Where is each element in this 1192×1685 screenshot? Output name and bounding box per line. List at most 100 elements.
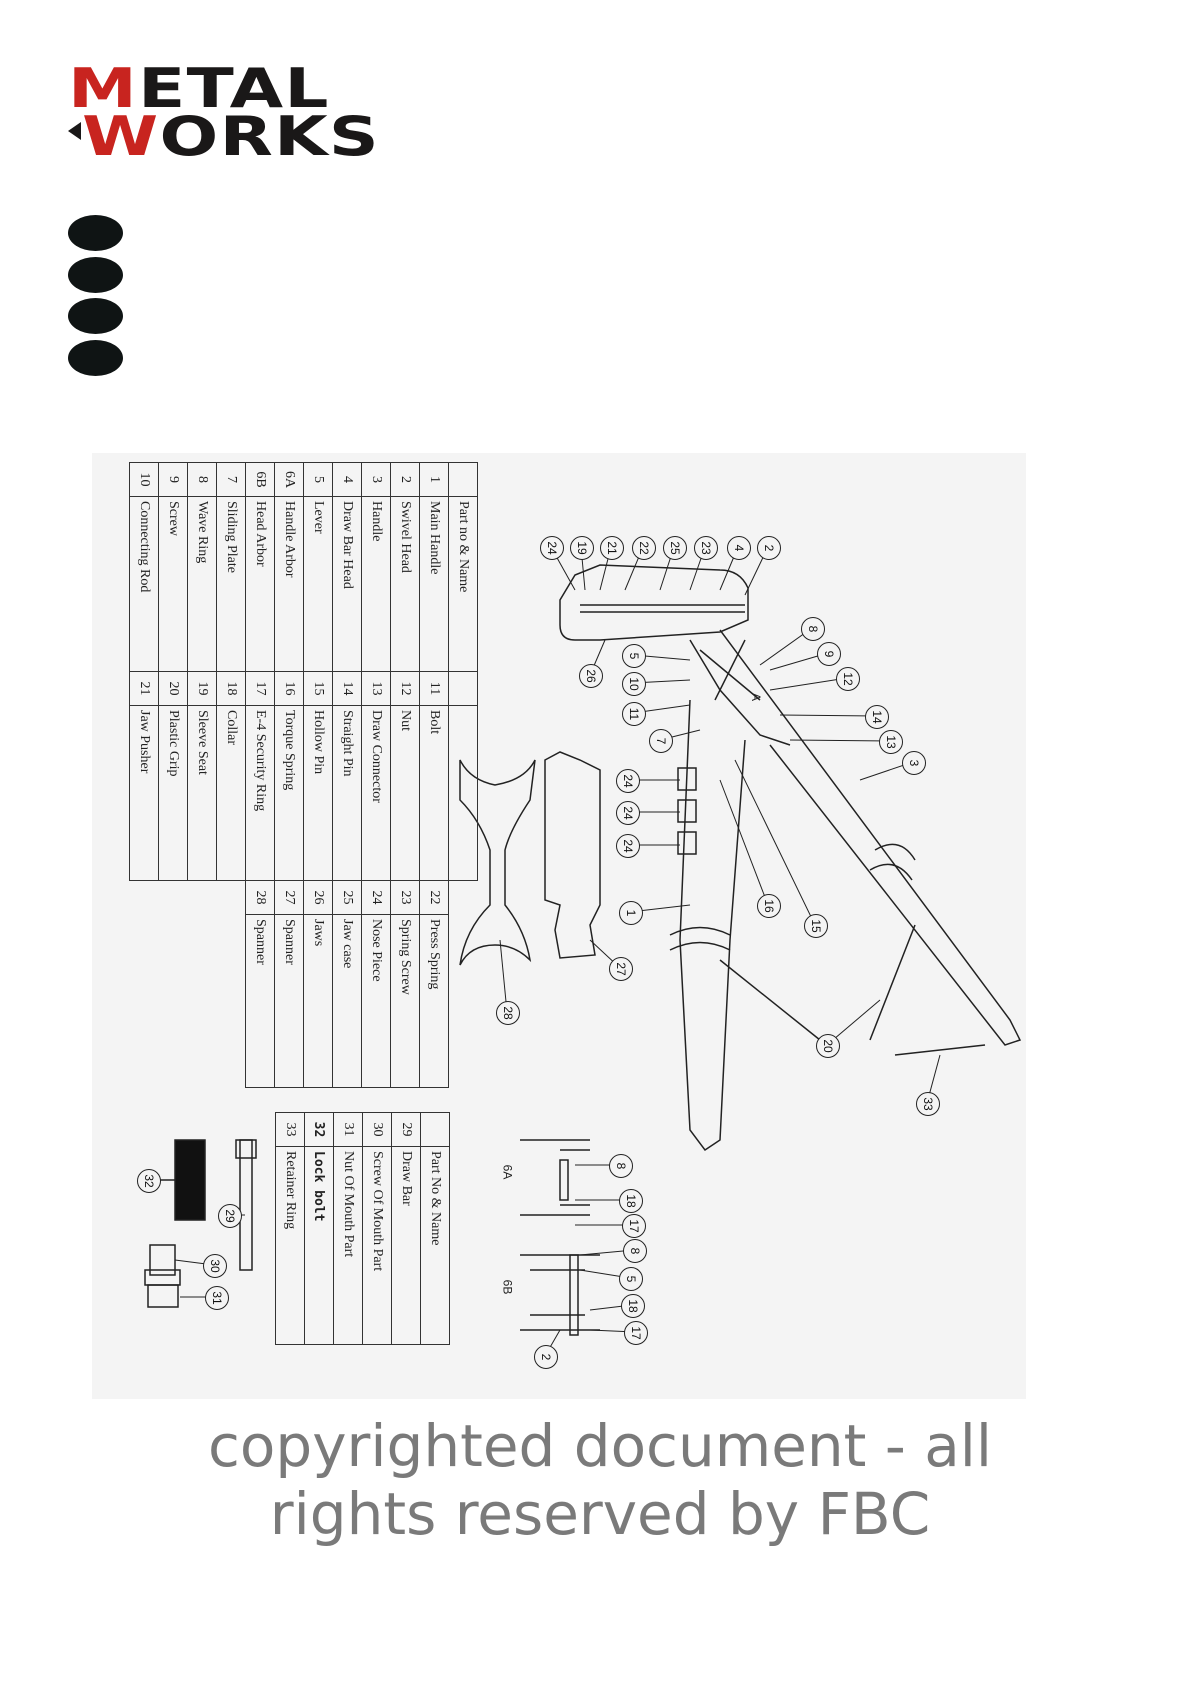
part-callout: 2	[757, 536, 781, 560]
part-callout: 1	[619, 901, 643, 925]
empty-cell	[159, 881, 188, 1088]
part-number: 1	[419, 462, 449, 497]
empty-cell	[188, 881, 217, 1088]
logo-letter-m: M	[68, 57, 139, 120]
part-callout: 16	[757, 894, 781, 918]
header-spacer	[420, 1112, 450, 1147]
callout-leader-line	[789, 739, 891, 742]
part-name: Swivel Head	[390, 496, 420, 672]
part-callout: 12	[836, 667, 860, 691]
part-callout: 14	[865, 705, 889, 729]
lock-bolt-32	[174, 1139, 206, 1221]
part-callout: 22	[632, 536, 656, 560]
part-callout: 8	[623, 1239, 647, 1263]
part-callout: 31	[205, 1286, 229, 1310]
part-name: Head Arbor	[245, 496, 275, 672]
part-name: Main Handle	[419, 496, 449, 672]
part-callout: 24	[616, 834, 640, 858]
part-number: 31	[333, 1112, 363, 1147]
part-callout: 13	[879, 730, 903, 754]
part-name: Screw Of Mouth Part	[362, 1146, 392, 1345]
part-callout: 25	[663, 536, 687, 560]
part-number: 33	[275, 1112, 305, 1147]
part-number: 19	[187, 671, 217, 706]
part-callout: 8	[609, 1154, 633, 1178]
part-callout: 7	[649, 729, 673, 753]
part-number: 14	[332, 671, 362, 706]
detail-6b	[520, 1254, 600, 1331]
metal-works-logo: METAL WORKS	[68, 62, 379, 164]
part-name: Plastic Grip	[158, 705, 188, 881]
part-number: 10	[129, 462, 159, 497]
handle-3-grip-collar	[874, 843, 916, 861]
part-name: Spanner	[245, 914, 275, 1088]
part-number: 9	[158, 462, 188, 497]
part-callout: 26	[579, 664, 603, 688]
part-name: Sleeve Seat	[187, 705, 217, 881]
part-name: Bolt	[419, 705, 449, 881]
part-callout: 8	[801, 617, 825, 641]
callout-leader-line	[769, 677, 848, 691]
nose-piece	[677, 799, 697, 823]
table-header-row: Part No & Name	[420, 1112, 450, 1345]
handle-3-grip-collar	[869, 863, 913, 881]
part-callout: 30	[203, 1254, 227, 1278]
part-number: 6B	[245, 462, 275, 497]
part-number: 32	[304, 1112, 334, 1147]
part-name: Spanner	[274, 914, 304, 1088]
part-name: Draw Connector	[361, 705, 391, 881]
part-number: 3	[361, 462, 391, 497]
part-callout: 33	[916, 1092, 940, 1116]
part-number: 2	[390, 462, 420, 497]
part-number: 23	[390, 880, 420, 915]
header-spacer	[449, 881, 478, 1088]
part-callout: 2	[534, 1345, 558, 1369]
part-name: Jaws	[303, 914, 333, 1088]
part-number: 29	[391, 1112, 421, 1147]
part-callout: 19	[570, 536, 594, 560]
part-callout: 3	[902, 751, 926, 775]
part-name: Retainer Ring	[275, 1146, 305, 1345]
part-name: Nose Piece	[361, 914, 391, 1088]
part-number: 24	[361, 880, 391, 915]
part-name: Straight Pin	[332, 705, 362, 881]
plastic-grip-leader	[719, 959, 821, 1041]
nose-piece	[677, 831, 697, 855]
part-name: Hollow Pin	[303, 705, 333, 881]
part-callout: 32	[137, 1169, 161, 1193]
decorative-dot	[68, 215, 123, 251]
section-a-label: A	[749, 692, 764, 702]
part-name: Draw Bar	[391, 1146, 421, 1345]
part-callout: 17	[622, 1214, 646, 1238]
spanner-27	[544, 751, 601, 959]
part-callout: 27	[609, 957, 633, 981]
table-header: Part no & Name	[448, 496, 478, 672]
tool-linkage	[699, 649, 761, 701]
table-header: Part No & Name	[420, 1146, 450, 1345]
part-name: Handle Arbor	[274, 496, 304, 672]
part-name: Sliding Plate	[216, 496, 246, 672]
handle-3	[719, 629, 1022, 1046]
callout-leader-line	[734, 759, 816, 926]
callout-leader-line	[719, 779, 769, 906]
logo-arrow-icon	[68, 122, 81, 140]
table-header-row: Part no & Name	[448, 462, 478, 1088]
detail-6a	[520, 1139, 590, 1216]
part-number: 28	[245, 880, 275, 915]
tool-head	[559, 564, 749, 641]
spanner-28	[459, 759, 536, 966]
part-number: 12	[390, 671, 420, 706]
part-callout: 5	[622, 644, 646, 668]
part-callout: 15	[804, 914, 828, 938]
part-number: 8	[187, 462, 217, 497]
part-name: Draw Bar Head	[332, 496, 362, 672]
